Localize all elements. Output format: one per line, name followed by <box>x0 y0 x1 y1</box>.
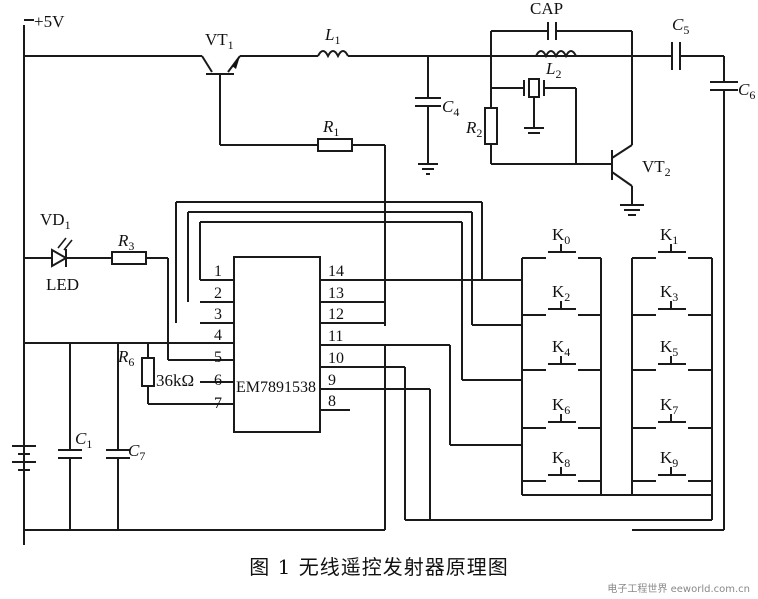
r3-label: R3 <box>117 231 134 253</box>
row-lines <box>175 201 712 521</box>
em7891538-chip <box>200 256 482 433</box>
vd1-label: VD1 <box>40 210 71 232</box>
key-k0 <box>522 244 601 259</box>
key-k8 <box>522 467 601 482</box>
pin-5: 5 <box>214 349 222 366</box>
key-label-k8: K8 <box>552 448 570 470</box>
vt2-label: VT2 <box>642 157 671 179</box>
r2-label: R2 <box>465 118 482 140</box>
r1-label: R1 <box>322 117 339 139</box>
pin-11: 11 <box>328 328 343 345</box>
pin-2: 2 <box>214 285 222 302</box>
key-label-k7: K7 <box>660 395 678 417</box>
power-rail <box>23 19 202 545</box>
key-label-k2: K2 <box>552 282 570 304</box>
key-k1 <box>632 244 712 259</box>
key-matrix <box>521 244 713 520</box>
key-k4 <box>522 356 601 371</box>
vt2-transistor <box>611 144 644 216</box>
l2-label: L2 <box>545 59 561 81</box>
supply-caps <box>12 342 386 531</box>
key-k7 <box>632 414 712 429</box>
pin-14: 14 <box>328 263 344 280</box>
cap-label: CAP <box>530 0 563 18</box>
c4-capacitor <box>415 56 441 175</box>
key-label-k5: K5 <box>660 337 678 359</box>
r2-resistor <box>484 107 612 165</box>
pin-10: 10 <box>328 350 344 367</box>
vcc-label: +5V <box>34 12 65 31</box>
vt1-transistor <box>201 55 318 146</box>
r6-label: R6 <box>117 347 134 369</box>
c4-label: C4 <box>442 97 459 119</box>
pin-8: 8 <box>328 393 336 410</box>
chip-label: EM7891538 <box>236 379 316 396</box>
key-label-k6: K6 <box>552 395 570 417</box>
r1-resistor <box>317 138 386 326</box>
led-label: LED <box>46 275 79 294</box>
key-label-k9: K9 <box>660 448 678 470</box>
watermark: 电子工程世界 eeworld.com.cn <box>607 584 750 595</box>
pin-6: 6 <box>214 372 222 389</box>
r6-resistor <box>141 343 234 405</box>
key-label-k3: K3 <box>660 282 678 304</box>
pin-3: 3 <box>214 306 222 323</box>
key-label-k0: K0 <box>552 225 570 247</box>
pin-4: 4 <box>214 327 222 344</box>
c6-label: C6 <box>738 80 755 102</box>
key-k6 <box>522 414 601 429</box>
key-k9 <box>632 467 712 482</box>
pin-12: 12 <box>328 306 344 323</box>
key-label-k4: K4 <box>552 337 570 359</box>
key-k5 <box>632 356 712 371</box>
pin-1: 1 <box>214 263 222 280</box>
key-label-k1: K1 <box>660 225 678 247</box>
key-k3 <box>632 301 712 316</box>
pin-9: 9 <box>328 372 336 389</box>
led-r3 <box>24 237 234 361</box>
pin-7: 7 <box>214 395 222 412</box>
crystal <box>491 78 577 164</box>
tank-circuit <box>490 22 633 145</box>
r6-value: 36kΩ <box>156 371 194 390</box>
c7-label: C7 <box>128 441 145 463</box>
c5-label: C5 <box>672 15 689 37</box>
c1-label: C1 <box>75 429 92 451</box>
figure-caption: 图 1 无线遥控发射器原理图 <box>249 555 509 579</box>
vt1-label: VT1 <box>205 30 234 52</box>
pin-13: 13 <box>328 285 344 302</box>
l1-label: L1 <box>324 25 340 47</box>
key-k2 <box>522 301 601 316</box>
c5-c6-capacitors <box>632 42 738 531</box>
